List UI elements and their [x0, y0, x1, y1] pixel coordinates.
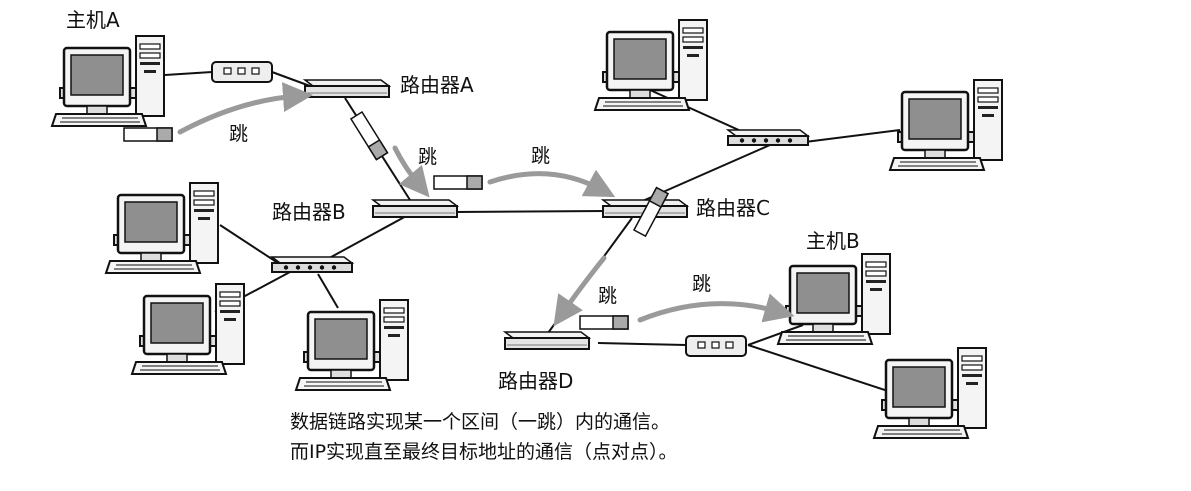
- router-a: [304, 79, 390, 98]
- hop-arrow: [392, 145, 430, 198]
- computer: [593, 18, 709, 112]
- hub: [271, 256, 353, 273]
- router-b: [372, 199, 458, 218]
- host-a-computer: [50, 34, 166, 128]
- router-a-label: 路由器A: [400, 73, 474, 97]
- hop-arrow: [553, 255, 607, 327]
- computer: [130, 282, 246, 376]
- packet: [579, 315, 629, 330]
- router-b-label: 路由器B: [272, 200, 346, 224]
- computer: [294, 298, 410, 392]
- router-c-label: 路由器C: [696, 196, 770, 220]
- router-d-label: 路由器D: [498, 369, 573, 393]
- hop-arrow: [177, 82, 313, 135]
- hop-label: 跳: [692, 273, 711, 295]
- host-b-computer: [776, 252, 892, 346]
- packet: [350, 111, 389, 161]
- hop-arrow: [637, 293, 795, 323]
- computer: [104, 181, 220, 275]
- computer: [872, 346, 988, 440]
- host-a-label: 主机A: [66, 8, 120, 32]
- hop-label: 跳: [531, 145, 550, 167]
- repeater: [211, 61, 273, 83]
- packet: [123, 127, 173, 142]
- computer: [888, 78, 1004, 172]
- hop-label: 跳: [229, 123, 248, 145]
- host-b-label: 主机B: [806, 229, 860, 253]
- caption-line-1: 数据链路实现某一个区间（一跳）内的通信。: [290, 411, 670, 433]
- packet: [433, 175, 483, 190]
- repeater: [685, 335, 747, 357]
- hop-arrow: [487, 169, 616, 198]
- hop-label: 跳: [418, 146, 437, 168]
- hub: [727, 129, 809, 146]
- caption-line-2: 而IP实现直至最终目标地址的通信（点对点）。: [290, 441, 678, 463]
- hop-label: 跳: [598, 285, 617, 307]
- router-d: [504, 331, 590, 350]
